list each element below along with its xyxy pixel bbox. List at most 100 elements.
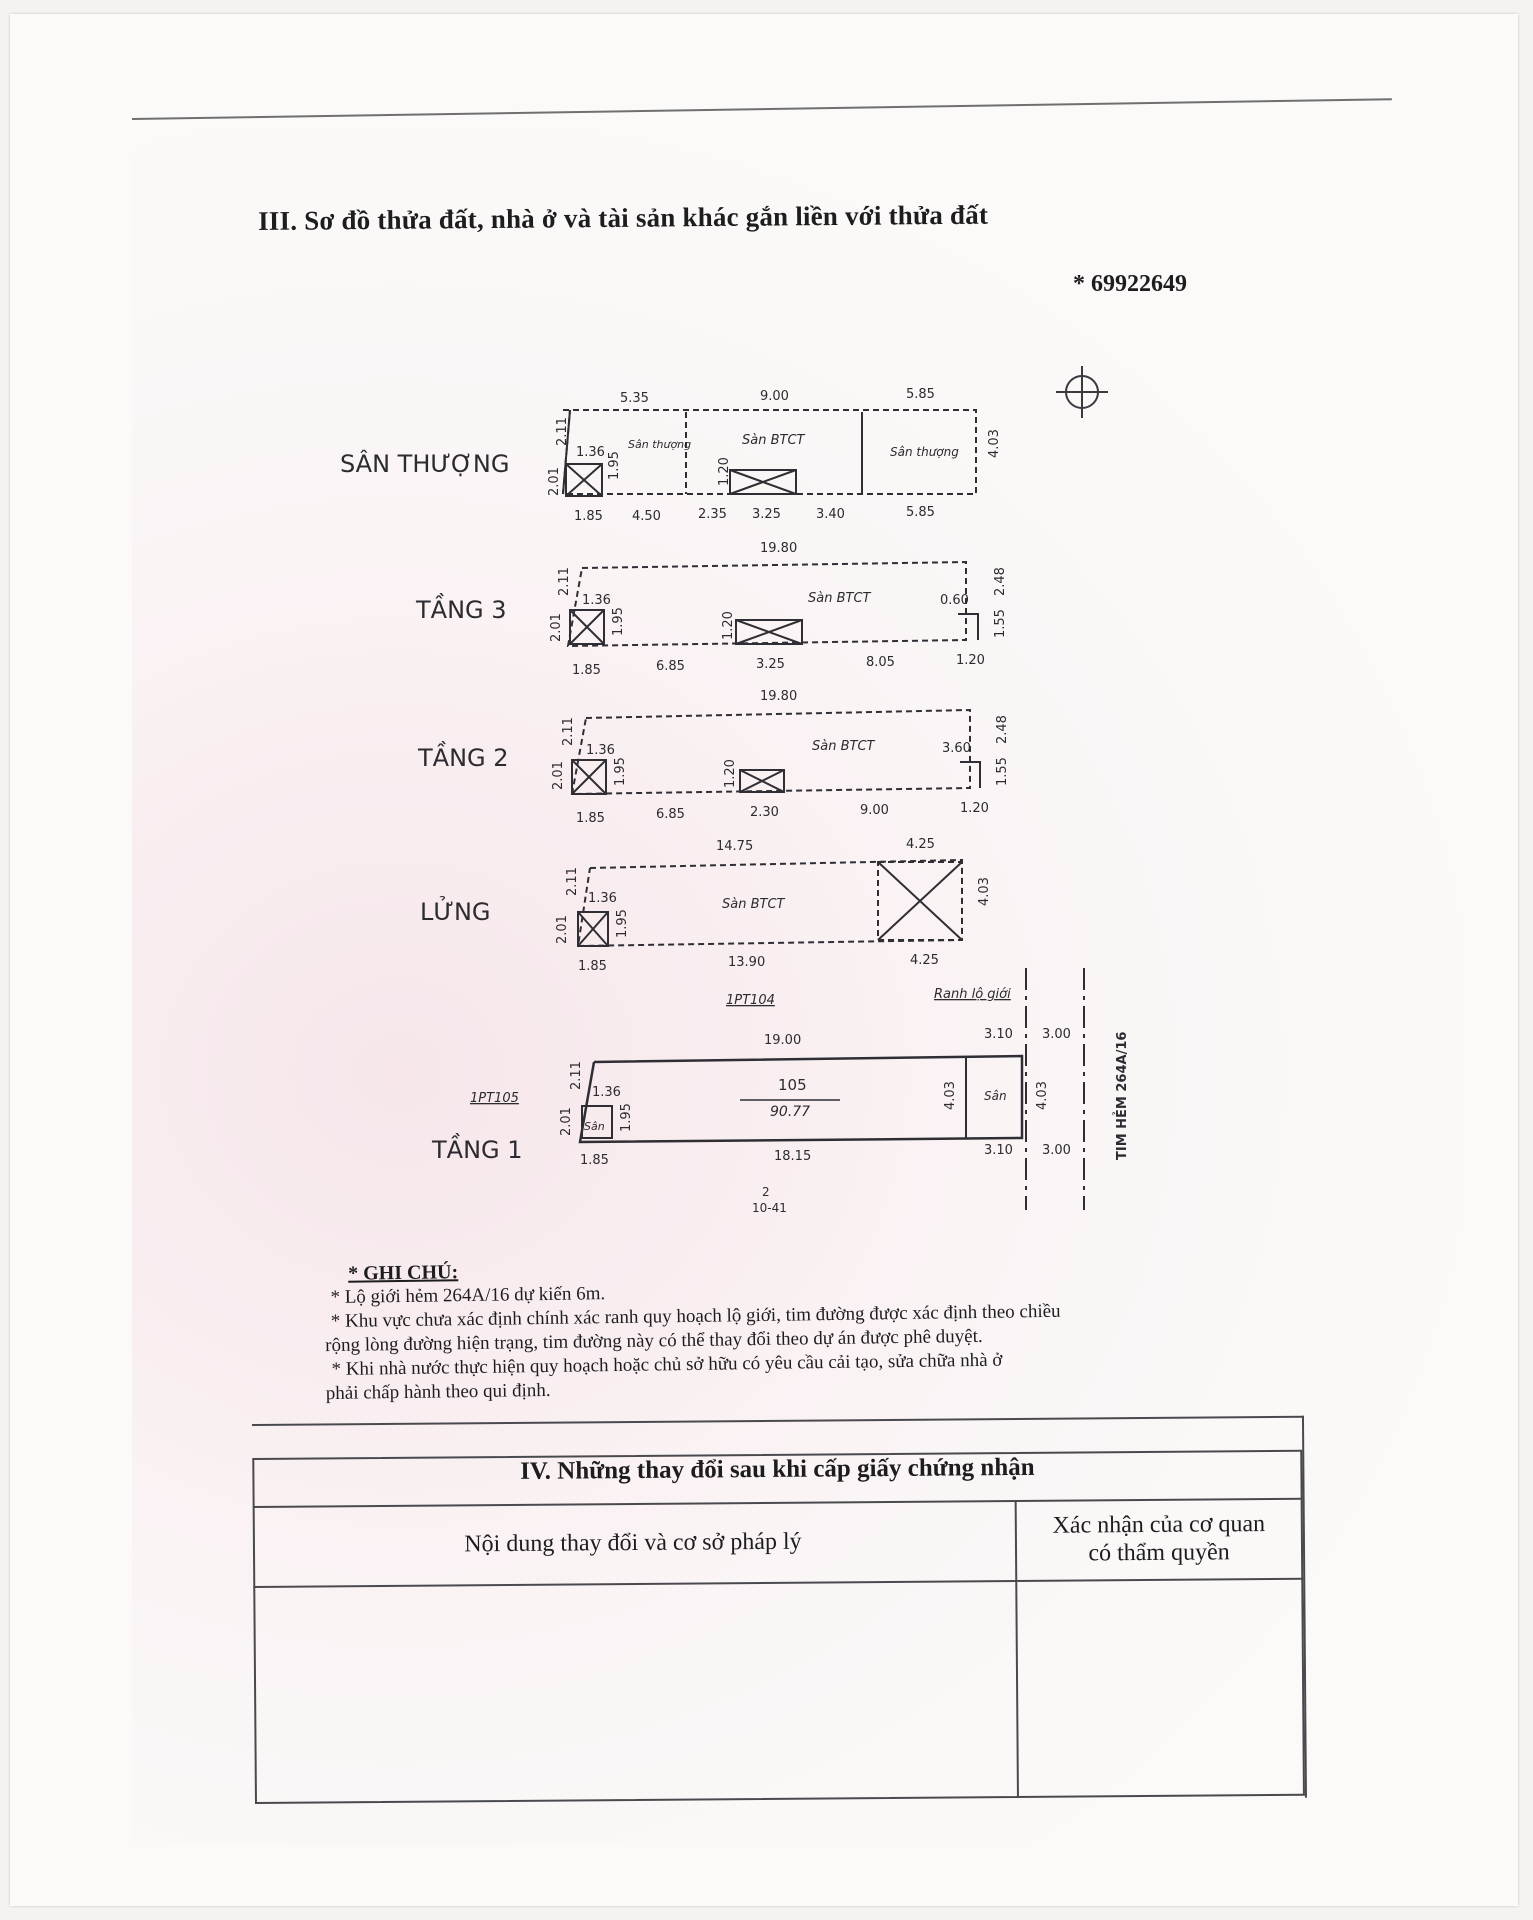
dim-label: 1.20 <box>723 759 738 788</box>
dim-label: 2.11 <box>565 867 580 896</box>
dim-label: 2.11 <box>561 717 576 746</box>
boundary-label: Ranh lộ giới <box>934 987 1011 1002</box>
dim-label: 2.11 <box>555 417 570 446</box>
floor-label-san-thuong: SÂN THƯỢNG <box>340 449 509 478</box>
dim-label: 4.03 <box>1035 1081 1050 1110</box>
dim-label: 3.10 <box>984 1143 1013 1158</box>
dim-label: 19.80 <box>760 689 797 704</box>
plan-san-thuong <box>561 409 977 497</box>
dim-label: 3.25 <box>756 657 785 672</box>
plan-tang-1 <box>578 968 1085 1210</box>
dim-label: 19.00 <box>764 1033 801 1048</box>
watermark-background <box>132 126 1462 1846</box>
dim-label: 2.01 <box>549 613 564 642</box>
dim-label: 9.00 <box>860 803 889 818</box>
dim-label: 1.20 <box>960 801 989 816</box>
dim-label: 1.55 <box>993 609 1008 638</box>
section-4-heading: IV. Những thay đổi sau khi cấp giấy chứn… <box>520 1453 1035 1485</box>
parcel-label: 1PT105 <box>470 1091 519 1106</box>
notes-section: * GHI CHÚ: * Lộ giới hẻm 264A/16 dự kiến… <box>325 1249 1232 1406</box>
dim-label: 1.85 <box>580 1153 609 1168</box>
dim-label: 4.03 <box>977 877 992 906</box>
dim-label: 4.50 <box>632 509 661 524</box>
room-label: Sân <box>584 1120 605 1133</box>
dim-label: 1.85 <box>574 509 603 524</box>
floor-label-tang-3: TẦNG 3 <box>415 592 507 624</box>
dim-label: 4.03 <box>943 1081 958 1110</box>
room-label: Sân thượng <box>890 445 959 459</box>
dim-label: 3.00 <box>1042 1027 1071 1042</box>
serial-number: * 69922649 <box>1073 271 1187 297</box>
dim-label: 1.55 <box>995 757 1010 786</box>
dim-label: 2.11 <box>569 1061 584 1090</box>
floor-label-lung: LỬNG <box>420 895 491 926</box>
dim-label: 8.05 <box>866 655 895 670</box>
dim-label: 1.85 <box>572 663 601 678</box>
dim-label: 5.35 <box>620 391 649 406</box>
room-label: Sân thượng <box>628 438 691 451</box>
plan-lung <box>576 858 963 948</box>
dim-label: 1.95 <box>611 607 626 636</box>
dim-label: 1.36 <box>592 1085 621 1100</box>
dim-label: 3.60 <box>942 741 971 756</box>
dim-label: 6.85 <box>656 807 685 822</box>
dim-label: 3.25 <box>752 507 781 522</box>
column-header-line: có thẩm quyền <box>1088 1539 1230 1567</box>
dim-label: 0.60 <box>940 593 969 608</box>
dim-label: 2.01 <box>555 915 570 944</box>
room-label: Sàn BTCT <box>808 591 872 606</box>
column-header-line: Xác nhận của cơ quan <box>1052 1511 1266 1539</box>
parcel-number: 2 <box>762 1185 770 1199</box>
dim-label: 9.00 <box>760 389 789 404</box>
dim-label: 14.75 <box>716 839 753 854</box>
dim-label: 2.11 <box>557 567 572 596</box>
dim-label: 1.95 <box>613 757 628 786</box>
street-centerline-label: TIM HẺM 264A/16 <box>1113 1032 1130 1160</box>
area-label: 105 <box>778 1076 807 1094</box>
dim-label: 4.25 <box>906 837 935 852</box>
floor-label-tang-2: TẦNG 2 <box>417 740 509 772</box>
area-label: 90.77 <box>770 1104 810 1120</box>
dim-label: 1.95 <box>619 1103 634 1132</box>
plan-tang-2 <box>570 708 981 796</box>
dim-label: 3.40 <box>816 507 845 522</box>
dim-label: 1.85 <box>576 811 605 826</box>
dim-label: 1.20 <box>721 611 736 640</box>
dim-label: 1.20 <box>717 457 732 486</box>
parcel-label: 1PT104 <box>726 993 775 1008</box>
room-label: Sân <box>984 1089 1007 1103</box>
dim-label: 2.01 <box>559 1107 574 1136</box>
floor-label-tang-1: TẦNG 1 <box>431 1132 523 1164</box>
column-header-content: Nội dung thay đổi và cơ sở pháp lý <box>464 1528 802 1558</box>
dim-label: 5.85 <box>906 505 935 520</box>
dim-label: 4.25 <box>910 953 939 968</box>
dim-label: 1.85 <box>578 959 607 974</box>
dim-label: 1.95 <box>607 451 622 480</box>
dim-label: 2.48 <box>993 567 1008 596</box>
dim-label: 1.36 <box>588 891 617 906</box>
dim-label: 3.00 <box>1042 1143 1071 1158</box>
dim-label: 6.85 <box>656 659 685 674</box>
room-label: Sàn BTCT <box>722 897 786 912</box>
dim-label: 1.36 <box>582 593 611 608</box>
dim-label: 2.30 <box>750 805 779 820</box>
changes-table: IV. Những thay đổi sau khi cấp giấy chứn… <box>252 1415 1307 1806</box>
room-label: Sàn BTCT <box>812 739 876 754</box>
plan-tang-3 <box>566 560 979 648</box>
dim-label: 19.80 <box>760 541 797 556</box>
dim-label: 5.85 <box>906 387 935 402</box>
dim-label: 1.36 <box>576 445 605 460</box>
dim-label: 2.35 <box>698 507 727 522</box>
dim-label: 18.15 <box>774 1149 811 1164</box>
column-header-confirmation: Xác nhận của cơ quan có thẩm quyền <box>1015 1510 1304 1580</box>
dim-label: 3.10 <box>984 1027 1013 1042</box>
dim-label: 13.90 <box>728 955 765 970</box>
dim-label: 1.95 <box>615 909 630 938</box>
dim-label: 1.20 <box>956 653 985 668</box>
room-label: Sàn BTCT <box>742 433 806 448</box>
dim-label: 2.01 <box>547 467 562 496</box>
map-sheet-number: 10-41 <box>752 1201 787 1215</box>
document-sheet: III. Sơ đồ thửa đất, nhà ở và tài sản kh… <box>10 14 1518 1906</box>
dim-label: 2.01 <box>551 761 566 790</box>
